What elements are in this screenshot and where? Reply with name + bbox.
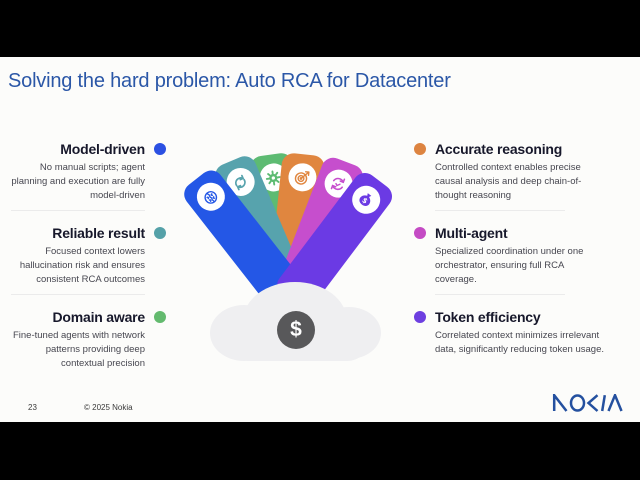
fan-card-reliable-result [211,152,310,308]
feature-heading: Accurate reasoning [435,141,563,157]
bullet-dot [154,311,166,323]
brain-icon [197,184,224,211]
bullet-dot [154,143,166,155]
dollar-sign: $ [290,318,302,341]
left-feature-column: Model-driven No manual scripts; agent pl… [10,141,166,393]
feature-description: Focused context lowers hallucination ris… [19,246,145,286]
bullet-dot [414,311,426,323]
feature-multi-agent: Multi-agent Specialized coordination und… [414,225,626,309]
right-feature-column: Accurate reasoning Controlled context en… [414,141,626,393]
feature-reliable-result: Reliable result Focused context lowers h… [10,225,166,309]
collaboration-icon [326,171,351,196]
gear-icon [263,167,284,188]
svg-text:$: $ [361,195,370,205]
feature-description: Fine-tuned agents with network patterns … [12,330,145,370]
target-icon [291,167,312,188]
page-title: Solving the hard problem: Auto RCA for D… [8,70,451,92]
feature-token-efficiency: Token efficiency Correlated context mini… [414,309,626,393]
feature-heading: Domain aware [52,309,145,325]
fan-card-multi-agent [272,154,367,310]
sync-icon [228,170,253,195]
nokia-logo [552,391,624,417]
feature-heading: Reliable result [52,225,145,241]
feature-description: Specialized coordination under one orche… [435,246,584,286]
fan-card-model-driven [179,165,306,311]
feature-description: Controlled context enables precise causa… [435,162,582,202]
divider [11,294,145,296]
money-bag-icon: $ [352,186,379,213]
feature-description: Correlated context minimizes irrelevant … [435,330,604,356]
presentation-slide: Solving the hard problem: Auto RCA for D… [0,57,640,422]
divider [435,294,565,296]
divider [11,210,145,212]
bullet-dot [414,227,426,239]
copyright-text: © 2025 Nokia [84,403,133,412]
feature-heading: Multi-agent [435,225,508,241]
feature-heading: Model-driven [60,141,145,157]
page-number: 23 [28,403,37,412]
fan-card-accurate-reasoning [267,152,326,306]
feature-description: No manual scripts; agent planning and ex… [11,162,145,202]
feature-accurate-reasoning: Accurate reasoning Controlled context en… [414,141,626,225]
feature-model-driven: Model-driven No manual scripts; agent pl… [10,141,166,225]
feature-heading: Token efficiency [435,309,541,325]
divider [435,210,565,212]
dollar-badge: $ [277,311,315,349]
feature-domain-aware: Domain aware Fine-tuned agents with netw… [10,309,166,393]
fan-card-domain-aware [248,151,313,307]
bullet-dot [154,227,166,239]
bullet-dot [414,143,426,155]
fan-card-token-efficiency: $ [272,168,397,314]
